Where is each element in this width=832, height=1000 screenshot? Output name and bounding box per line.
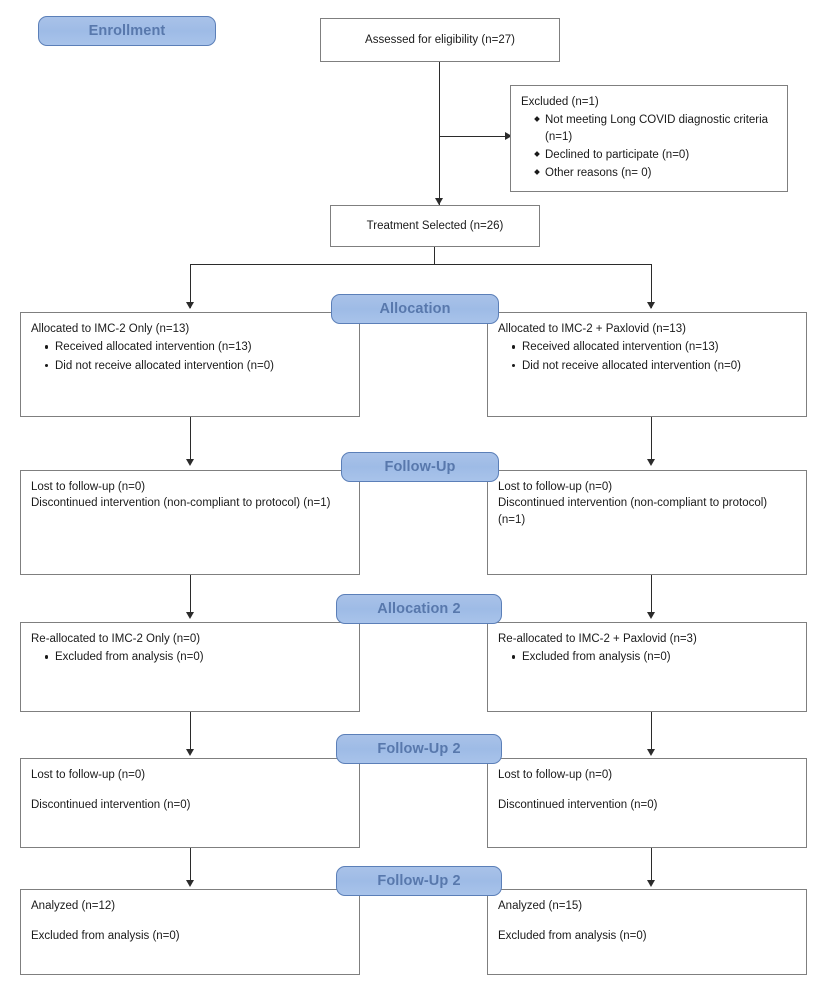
list-item: Received allocated intervention (n=13) [512, 339, 796, 355]
node-allocated-left-title: Allocated to IMC-2 Only (n=13) [31, 323, 190, 335]
list-item: Excluded from analysis (n=0) [512, 649, 796, 665]
node-assessed-for-eligibility: Assessed for eligibility (n=27) [320, 18, 560, 62]
stage-banner-followup-2: Follow-Up 2 [336, 734, 502, 764]
list-item: Received allocated intervention (n=13) [45, 339, 349, 355]
list-item: Not meeting Long COVID diagnostic criter… [535, 112, 777, 145]
node-allocated-left-list: Received allocated intervention (n=13) D… [31, 339, 349, 374]
node-allocated-right-list: Received allocated intervention (n=13) D… [498, 339, 796, 374]
list-item: Did not receive allocated intervention (… [45, 358, 349, 374]
stage-banner-followup-2b-label: Follow-Up 2 [377, 873, 461, 889]
node-followup-left: Lost to follow-up (n=0) Discontinued int… [20, 470, 360, 575]
node-followup2-left-line2: Discontinued intervention (n=0) [31, 799, 191, 812]
connector-followup2-left-down [190, 848, 192, 885]
list-item: Excluded from analysis (n=0) [45, 649, 349, 665]
connector-split-left [190, 264, 192, 308]
connector-to-excluded [439, 136, 510, 138]
node-reallocated-left-list: Excluded from analysis (n=0) [31, 649, 349, 665]
node-assessed-label: Assessed for eligibility (n=27) [365, 33, 515, 46]
node-followup-right-line1: Lost to follow-up (n=0) [498, 481, 613, 493]
connector-realloc-left-down [190, 712, 192, 754]
arrow-alloc-left-down [186, 459, 194, 466]
stage-banner-followup-2-label: Follow-Up 2 [377, 741, 461, 757]
stage-banner-followup-2b: Follow-Up 2 [336, 866, 502, 896]
node-reallocated-right: Re-allocated to IMC-2 + Paxlovid (n=3) E… [487, 622, 807, 712]
arrow-alloc-right-down [647, 459, 655, 466]
connector-split-horizontal [190, 264, 652, 266]
node-followup-right: Lost to follow-up (n=0) Discontinued int… [487, 470, 807, 575]
arrow-realloc-left-down [186, 749, 194, 756]
arrow-realloc-right-down [647, 749, 655, 756]
list-item: Other reasons (n= 0) [535, 165, 777, 181]
node-allocated-right: Allocated to IMC-2 + Paxlovid (n=13) Rec… [487, 312, 807, 417]
stage-banner-enrollment: Enrollment [38, 16, 216, 46]
node-followup2-right-line1: Lost to follow-up (n=0) [498, 769, 613, 781]
node-reallocated-left: Re-allocated to IMC-2 Only (n=0) Exclude… [20, 622, 360, 712]
node-analyzed-left: Analyzed (n=12) Excluded from analysis (… [20, 889, 360, 975]
node-allocated-left: Allocated to IMC-2 Only (n=13) Received … [20, 312, 360, 417]
arrow-assessed-to-treatment [435, 198, 443, 205]
node-excluded: Excluded (n=1) Not meeting Long COVID di… [510, 85, 788, 192]
connector-assessed-to-treatment [439, 62, 441, 205]
node-reallocated-right-list: Excluded from analysis (n=0) [498, 649, 796, 665]
node-treatment-selected-label: Treatment Selected (n=26) [366, 219, 504, 232]
node-treatment-selected: Treatment Selected (n=26) [330, 205, 540, 247]
stage-banner-followup: Follow-Up [341, 452, 499, 482]
stage-banner-allocation-2-label: Allocation 2 [377, 601, 461, 617]
node-analyzed-right: Analyzed (n=15) Excluded from analysis (… [487, 889, 807, 975]
node-followup-right-line2: Discontinued intervention (non-compliant… [498, 497, 768, 526]
connector-alloc-left-down [190, 417, 192, 464]
node-excluded-list: Not meeting Long COVID diagnostic criter… [521, 112, 777, 181]
node-followup2-right: Lost to follow-up (n=0) Discontinued int… [487, 758, 807, 848]
node-followup2-right-line2: Discontinued intervention (n=0) [498, 799, 658, 812]
connector-alloc-right-down [651, 417, 653, 464]
node-followup-left-line1: Lost to follow-up (n=0) [31, 481, 146, 493]
node-followup2-left: Lost to follow-up (n=0) Discontinued int… [20, 758, 360, 848]
connector-followup-left-down [190, 575, 192, 617]
node-reallocated-right-title: Re-allocated to IMC-2 + Paxlovid (n=3) [498, 633, 697, 645]
stage-banner-followup-label: Follow-Up [384, 459, 456, 475]
connector-split-right [651, 264, 653, 308]
node-analyzed-right-line2: Excluded from analysis (n=0) [498, 930, 647, 943]
arrow-followup2-right-down [647, 880, 655, 887]
list-item: Did not receive allocated intervention (… [512, 358, 796, 374]
node-allocated-right-title: Allocated to IMC-2 + Paxlovid (n=13) [498, 323, 686, 335]
node-analyzed-left-line1: Analyzed (n=12) [31, 900, 116, 912]
arrow-followup2-left-down [186, 880, 194, 887]
node-reallocated-left-title: Re-allocated to IMC-2 Only (n=0) [31, 633, 201, 645]
connector-treatment-down [434, 247, 436, 265]
stage-banner-allocation-label: Allocation [379, 301, 451, 317]
node-analyzed-right-line1: Analyzed (n=15) [498, 900, 583, 912]
arrow-to-excluded [505, 132, 512, 140]
node-followup-left-line2: Discontinued intervention (non-compliant… [31, 497, 331, 510]
arrow-split-left [186, 302, 194, 309]
node-followup2-left-line1: Lost to follow-up (n=0) [31, 769, 146, 781]
arrow-split-right [647, 302, 655, 309]
stage-banner-enrollment-label: Enrollment [88, 23, 166, 39]
node-excluded-title: Excluded (n=1) [521, 96, 599, 108]
connector-followup2-right-down [651, 848, 653, 885]
stage-banner-allocation: Allocation [331, 294, 499, 324]
stage-banner-allocation-2: Allocation 2 [336, 594, 502, 624]
connector-followup-right-down [651, 575, 653, 617]
list-item: Declined to participate (n=0) [535, 147, 777, 163]
arrow-followup-left-down [186, 612, 194, 619]
connector-realloc-right-down [651, 712, 653, 754]
node-analyzed-left-line2: Excluded from analysis (n=0) [31, 930, 180, 943]
arrow-followup-right-down [647, 612, 655, 619]
